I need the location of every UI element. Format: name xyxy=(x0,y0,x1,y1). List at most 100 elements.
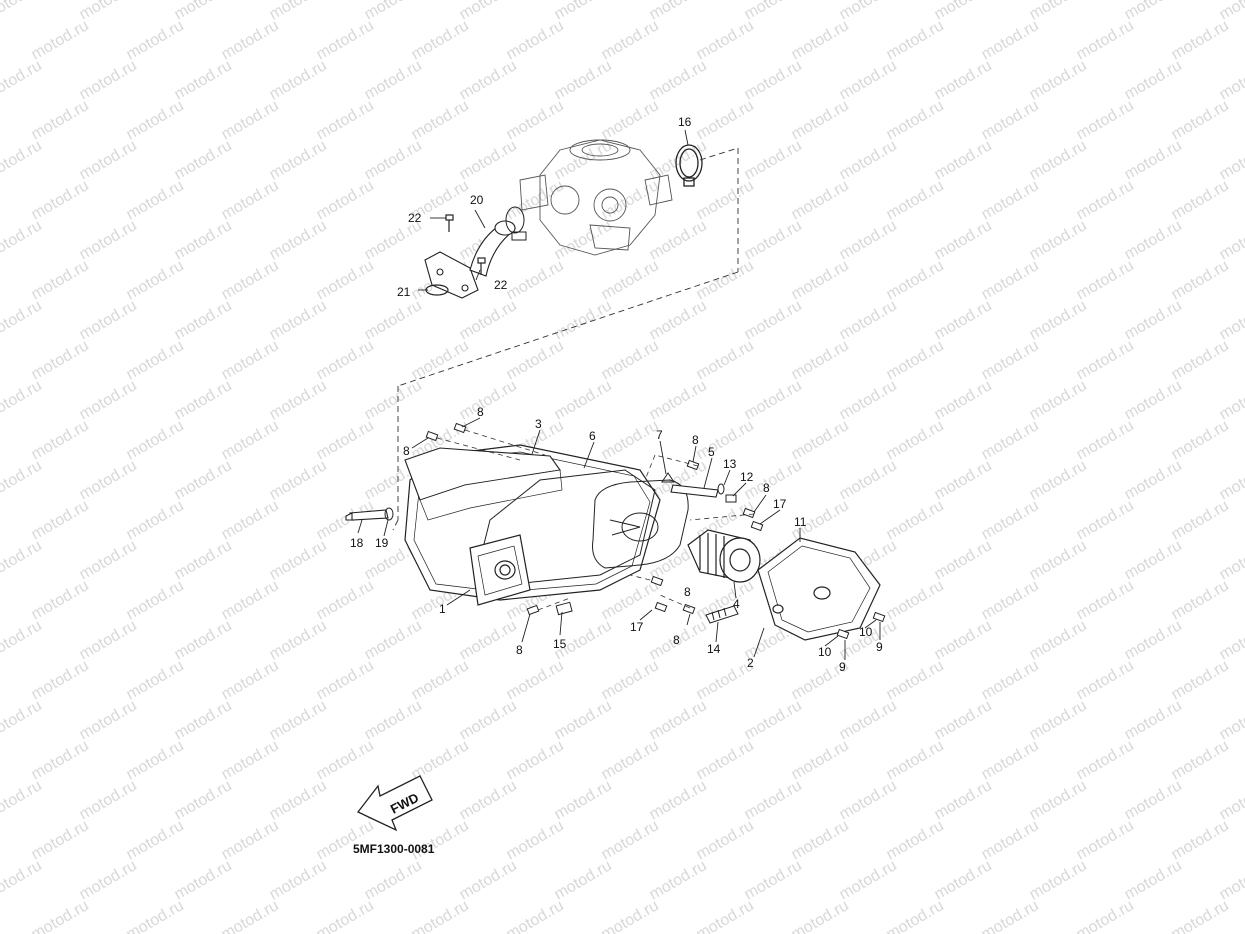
watermark-text: motod.ru xyxy=(29,577,92,623)
watermark-text: motod.ru xyxy=(362,857,425,903)
watermark-text: motod.ru xyxy=(504,17,567,63)
watermark-text: motod.ru xyxy=(694,737,757,783)
watermark-text: motod.ru xyxy=(409,817,472,863)
callout-22-upper: 22 xyxy=(408,211,422,225)
watermark-text: motod.ru xyxy=(837,217,900,263)
watermark-text: motod.ru xyxy=(314,657,377,703)
watermark-text: motod.ru xyxy=(267,217,330,263)
watermark-text: motod.ru xyxy=(504,897,567,934)
watermark-text: motod.ru xyxy=(1217,857,1245,903)
watermark-text: motod.ru xyxy=(1217,377,1245,423)
watermark-text: motod.ru xyxy=(1169,737,1232,783)
screw-22-upper xyxy=(445,214,454,232)
watermark-text: motod.ru xyxy=(457,777,520,823)
watermark-text: motod.ru xyxy=(457,697,520,743)
watermark-text: motod.ru xyxy=(172,377,235,423)
element-14 xyxy=(705,605,739,624)
watermark-text: motod.ru xyxy=(77,0,140,23)
watermark-text: motod.ru xyxy=(979,257,1042,303)
callout-8-f: 8 xyxy=(684,585,691,599)
watermark-text: motod.ru xyxy=(1217,617,1245,663)
watermark-text: motod.ru xyxy=(124,657,187,703)
callout-22-lower: 22 xyxy=(494,278,508,292)
watermark-text: motod.ru xyxy=(1074,657,1137,703)
watermark-text: motod.ru xyxy=(1169,97,1232,143)
watermark-text: motod.ru xyxy=(219,97,282,143)
watermark-text: motod.ru xyxy=(552,297,615,343)
watermark-text: motod.ru xyxy=(1027,377,1090,423)
watermark-text: motod.ru xyxy=(884,737,947,783)
clamp-12-13 xyxy=(717,483,737,503)
watermark-text: motod.ru xyxy=(647,697,710,743)
watermark-text: motod.ru xyxy=(979,577,1042,623)
air-filter-element-4 xyxy=(687,529,761,583)
watermark-text: motod.ru xyxy=(314,337,377,383)
watermark-text: motod.ru xyxy=(742,297,805,343)
watermark-text: motod.ru xyxy=(789,97,852,143)
hose-clamp-16 xyxy=(675,144,703,187)
watermark-text: motod.ru xyxy=(1027,537,1090,583)
watermark-text: motod.ru xyxy=(599,257,662,303)
watermark-text: motod.ru xyxy=(789,897,852,934)
watermark-text: motod.ru xyxy=(599,897,662,934)
watermark-text: motod.ru xyxy=(837,137,900,183)
watermark-text: motod.ru xyxy=(884,657,947,703)
callout-21: 21 xyxy=(397,285,411,299)
watermark-text: motod.ru xyxy=(599,337,662,383)
callout-8-e: 8 xyxy=(516,643,523,657)
watermark-text: motod.ru xyxy=(29,177,92,223)
watermark-text: motod.ru xyxy=(1169,177,1232,223)
watermark-text: motod.ru xyxy=(362,0,425,23)
watermark-text: motod.ru xyxy=(77,617,140,663)
case-body-3 xyxy=(404,447,563,521)
watermark-text: motod.ru xyxy=(599,417,662,463)
watermark-text: motod.ru xyxy=(219,817,282,863)
watermark-text: motod.ru xyxy=(599,17,662,63)
watermark-text: motod.ru xyxy=(742,0,805,23)
watermark-text: motod.ru xyxy=(314,577,377,623)
watermark-text: motod.ru xyxy=(267,697,330,743)
watermark-text: motod.ru xyxy=(1027,777,1090,823)
watermark-text: motod.ru xyxy=(1027,457,1090,503)
watermark-text: motod.ru xyxy=(29,657,92,703)
watermark-text: motod.ru xyxy=(457,57,520,103)
callout-17-b: 17 xyxy=(630,620,644,634)
callout-5: 5 xyxy=(708,445,715,459)
watermark-text: motod.ru xyxy=(979,737,1042,783)
watermark-text: motod.ru xyxy=(314,417,377,463)
watermark-text: motod.ru xyxy=(314,97,377,143)
watermark-text: motod.ru xyxy=(267,457,330,503)
watermark-text: motod.ru xyxy=(932,777,995,823)
watermark-text: motod.ru xyxy=(837,0,900,23)
hose-5 xyxy=(670,484,719,498)
watermark-text: motod.ru xyxy=(694,817,757,863)
plug-15 xyxy=(555,601,573,616)
watermark-text: motod.ru xyxy=(457,137,520,183)
callout-19: 19 xyxy=(375,536,389,550)
watermark-text: motod.ru xyxy=(837,697,900,743)
watermark-text: motod.ru xyxy=(552,0,615,23)
watermark-text: motod.ru xyxy=(77,777,140,823)
clip-19 xyxy=(384,507,394,521)
watermark-text: motod.ru xyxy=(742,857,805,903)
watermark-text: motod.ru xyxy=(362,57,425,103)
watermark-text: motod.ru xyxy=(504,257,567,303)
watermark-text: motod.ru xyxy=(979,417,1042,463)
watermark-text: motod.ru xyxy=(0,617,45,663)
callout-10-b: 10 xyxy=(859,625,873,639)
watermark-text: motod.ru xyxy=(932,217,995,263)
watermark-text: motod.ru xyxy=(789,177,852,223)
watermark-text: motod.ru xyxy=(362,377,425,423)
screw-22-lower xyxy=(477,257,486,275)
watermark-text: motod.ru xyxy=(29,97,92,143)
watermark-text: motod.ru xyxy=(172,457,235,503)
callout-7: 7 xyxy=(656,428,663,442)
watermark-text: motod.ru xyxy=(267,57,330,103)
watermark-text: motod.ru xyxy=(29,737,92,783)
watermark-text: motod.ru xyxy=(1027,297,1090,343)
drain-hose-18 xyxy=(345,509,389,521)
watermark-text: motod.ru xyxy=(29,817,92,863)
watermark-text: motod.ru xyxy=(362,617,425,663)
watermark-text: motod.ru xyxy=(837,297,900,343)
watermark-text: motod.ru xyxy=(0,0,45,23)
